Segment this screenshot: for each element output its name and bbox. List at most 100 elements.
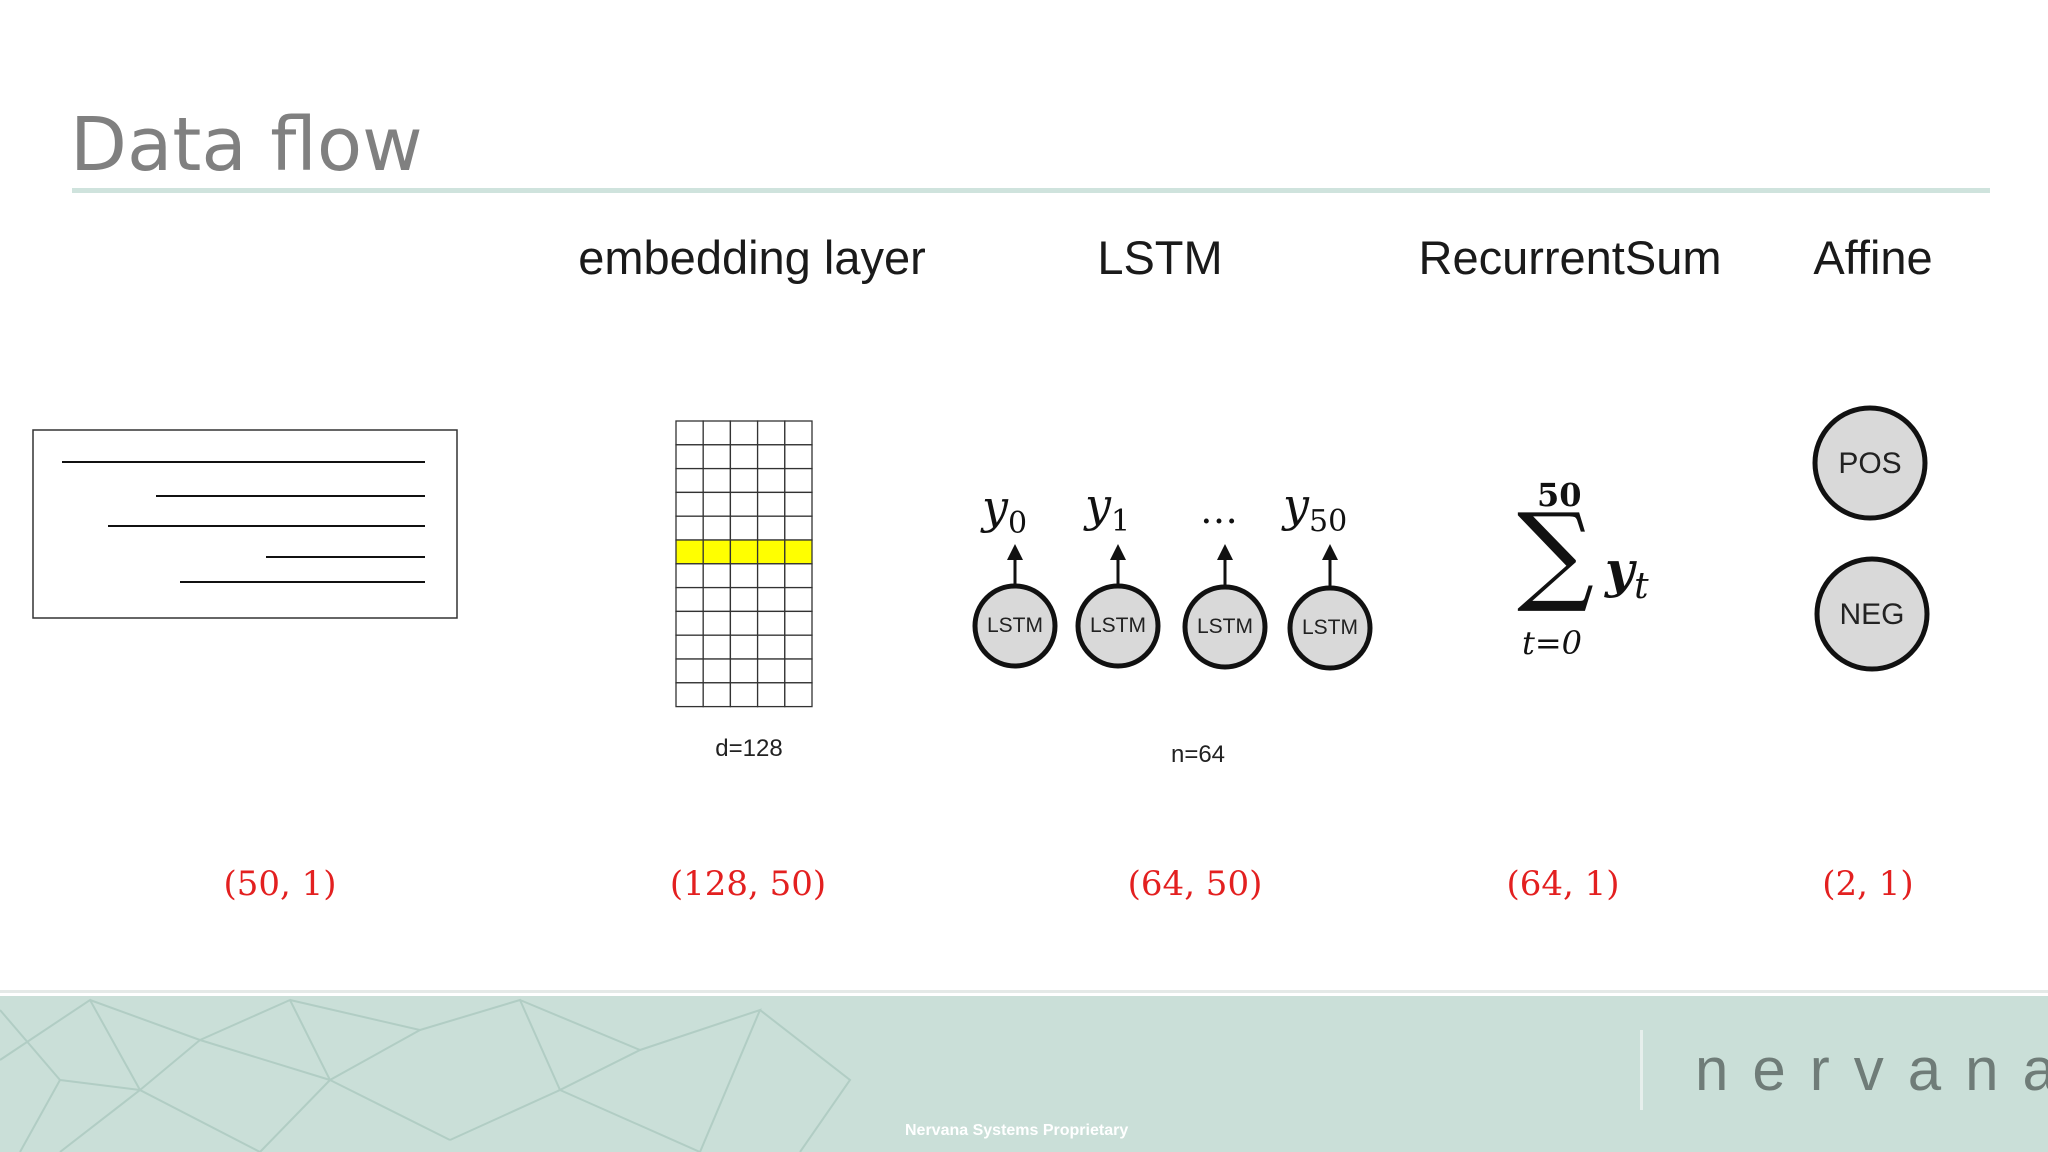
lstm-cell-0	[972, 544, 1058, 669]
shape-label-affine: (2, 1)	[1822, 864, 1914, 904]
embedding-matrix-grid	[675, 420, 813, 708]
embedding-highlight-cell	[702, 539, 732, 565]
embedding-dimension-note: d=128	[715, 735, 783, 762]
stage-label-embedding: embedding layer	[578, 231, 926, 284]
lstm-cells	[972, 544, 1373, 671]
embedding-cell	[784, 634, 813, 660]
embedding-cell	[729, 586, 759, 613]
embedding-cell	[784, 467, 813, 494]
embedding-highlight-cell	[675, 539, 704, 565]
embedding-cell	[702, 515, 732, 541]
embedding-cell	[675, 420, 704, 446]
embedding-cell	[729, 634, 759, 660]
embedding-cell	[784, 444, 813, 470]
embedding-cell	[702, 444, 732, 470]
lstm-node-label-3: LSTM	[1301, 616, 1359, 639]
pos-node	[1812, 405, 1928, 521]
embedding-cell	[756, 444, 786, 470]
embedding-cell	[784, 658, 813, 684]
embedding-cell	[702, 634, 732, 660]
embedding-cell	[784, 420, 813, 446]
sum-lower-limit: t=0	[1522, 624, 1583, 662]
neg-node	[1814, 556, 1930, 672]
lstm-cell-2	[1182, 544, 1268, 670]
stage-label-affine: Affine	[1813, 231, 1933, 284]
embedding-cell	[729, 467, 759, 494]
embedding-highlight-cell	[756, 539, 786, 565]
nervana-logo: nervana	[1695, 1036, 2048, 1103]
lstm-hidden-size-note: n=64	[1170, 741, 1226, 768]
embedding-cell	[729, 610, 759, 636]
shape-label-embedding: (128, 50)	[669, 864, 827, 904]
embedding-cell	[675, 586, 704, 613]
embedding-cell	[756, 467, 786, 494]
embedding-cell	[784, 682, 813, 708]
sum-symbol: ∑	[1517, 491, 1595, 616]
embedding-cell	[756, 420, 786, 446]
embedding-cell	[756, 682, 786, 708]
embedding-cell	[675, 444, 704, 470]
shape-label-input: (50, 1)	[223, 864, 337, 904]
embedding-highlight-cell	[784, 539, 813, 565]
embedding-cell	[756, 563, 786, 589]
embedding-cell	[702, 467, 732, 494]
embedding-cell	[784, 563, 813, 589]
title-underline	[72, 188, 1990, 193]
shape-label-recurrentsum: (64, 1)	[1506, 864, 1620, 904]
affine-output-nodes	[1812, 405, 1930, 672]
lstm-output-ellipsis: …	[1200, 488, 1238, 532]
embedding-cell	[729, 515, 759, 541]
footer-top-line	[0, 990, 2048, 993]
embedding-cell	[784, 586, 813, 613]
footer-texture	[0, 998, 852, 1152]
embedding-cell	[784, 491, 813, 517]
embedding-cell	[675, 682, 704, 708]
embedding-cell	[729, 563, 759, 589]
lstm-cell-3	[1287, 544, 1373, 671]
lstm-cell-1	[1075, 544, 1161, 669]
embedding-cell	[702, 610, 732, 636]
embedding-cell	[675, 467, 704, 494]
embedding-cell	[729, 420, 759, 446]
stage-label-recurrentsum: RecurrentSum	[1418, 231, 1722, 284]
embedding-cell	[675, 658, 704, 684]
lstm-node-label-2: LSTM	[1196, 615, 1254, 638]
embedding-cell	[675, 491, 704, 517]
embedding-cell	[756, 658, 786, 684]
embedding-cell	[729, 444, 759, 470]
embedding-cell	[756, 586, 786, 613]
embedding-highlight-cell	[729, 539, 759, 565]
neg-label: NEG	[1839, 598, 1905, 631]
embedding-cell	[702, 420, 732, 446]
embedding-cell	[702, 586, 732, 613]
sum-term: yt	[1605, 540, 1649, 607]
footer-proprietary-text: Nervana Systems Proprietary	[905, 1122, 1129, 1139]
embedding-cell	[756, 634, 786, 660]
embedding-cell	[729, 682, 759, 708]
embedding-cell	[756, 610, 786, 636]
embedding-cell	[702, 658, 732, 684]
embedding-cell	[729, 491, 759, 517]
pos-label: POS	[1838, 447, 1902, 480]
shape-label-lstm: (64, 50)	[1127, 864, 1263, 904]
embedding-cell	[756, 515, 786, 541]
embedding-cell	[702, 563, 732, 589]
footer-divider	[1640, 1030, 1643, 1110]
embedding-cell	[784, 610, 813, 636]
sum-upper-limit: 50	[1537, 476, 1582, 514]
embedding-cell	[702, 682, 732, 708]
lstm-output-y50: y50	[1283, 478, 1348, 540]
input-document-icon	[32, 429, 458, 619]
slide-title: Data flow	[70, 102, 423, 188]
embedding-cell	[784, 515, 813, 541]
lstm-node-label-1: LSTM	[1089, 614, 1147, 637]
stage-label-lstm: LSTM	[1097, 231, 1223, 284]
lstm-node-label-0: LSTM	[986, 614, 1044, 637]
embedding-cell	[675, 563, 704, 589]
embedding-cell	[729, 658, 759, 684]
embedding-cell	[675, 515, 704, 541]
embedding-cell	[675, 634, 704, 660]
embedding-cell	[702, 491, 732, 517]
embedding-cell	[675, 610, 704, 636]
